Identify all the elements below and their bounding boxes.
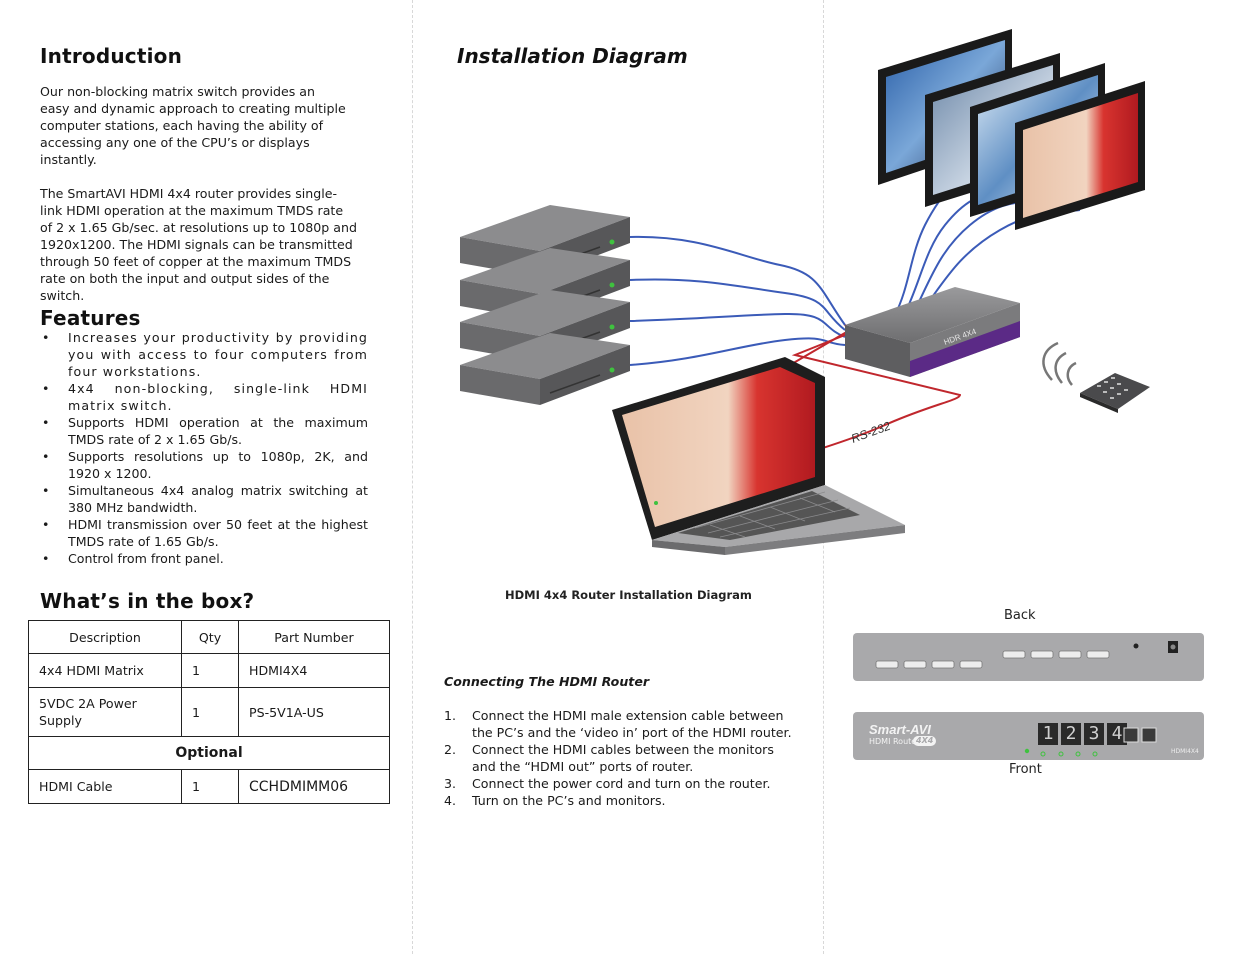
back-panel: [853, 633, 1204, 681]
step-line: Connect the HDMI male extension cable be…: [472, 708, 784, 723]
box-contents-table: Description Qty Part Number 4x4 HDMI Mat…: [28, 620, 390, 804]
feature-item: HDMI transmission over 50 feet at the hi…: [40, 516, 368, 550]
step-line: Turn on the PC’s and monitors.: [472, 793, 666, 808]
digit-display: 2: [1061, 723, 1081, 745]
pc-unit: [460, 333, 630, 405]
optional-label: Optional: [28, 736, 390, 770]
front-model: HDMI4X4: [1171, 748, 1199, 755]
intro-line: The SmartAVI HDMI 4x4 router provides si…: [40, 186, 338, 201]
col-header-qty: Qty: [181, 620, 239, 654]
output-display: 1 2 3 4: [1038, 723, 1127, 745]
cell-qty: 1: [181, 687, 239, 737]
front-panel-leds: [1024, 727, 1157, 757]
intro-line: computer stations, each having the abili…: [40, 118, 324, 133]
monitor-array: [878, 29, 1145, 230]
back-panel-ports: [875, 641, 1178, 669]
digit-display: 3: [1084, 723, 1104, 745]
intro-line: Our non-blocking matrix switch provides …: [40, 84, 316, 99]
features-heading: Features: [40, 306, 141, 330]
step-number: 2.: [444, 742, 457, 757]
step-item: 4. Turn on the PC’s and monitors.: [444, 792, 794, 809]
front-subtitle: HDMI Router: [869, 737, 920, 746]
digit-display: 1: [1038, 723, 1058, 745]
step-item: 3. Connect the power cord and turn on the…: [444, 775, 794, 792]
step-number: 4.: [444, 793, 457, 808]
feature-item: Increases your productivity by providing…: [40, 329, 368, 380]
intro-line: switch.: [40, 288, 85, 303]
intro-heading: Introduction: [40, 44, 183, 68]
laptop-keyboard: [678, 491, 860, 540]
connecting-steps: 1. Connect the HDMI male extension cable …: [444, 707, 794, 809]
cell-qty: 1: [181, 653, 239, 688]
step-item: 2. Connect the HDMI cables between the mo…: [444, 741, 794, 775]
intro-line: through 50 feet of copper at the maximum…: [40, 254, 352, 269]
laptop: [612, 357, 905, 555]
hdmi-input-cables: [629, 235, 846, 366]
step-line: Connect the HDMI cables between the moni…: [472, 742, 774, 757]
step-item: 1. Connect the HDMI male extension cable …: [444, 707, 794, 741]
step-line: Connect the power cord and turn on the r…: [472, 776, 771, 791]
box-heading: What’s in the box?: [40, 589, 255, 613]
intro-line: easy and dynamic approach to creating mu…: [40, 101, 346, 116]
table-row: HDMI Cable 1 CCHDMIMM06: [28, 769, 390, 804]
feature-item: Supports resolutions up to 1080p, 2K, an…: [40, 448, 368, 482]
pc-stack: [460, 205, 630, 405]
cell-description: 5VDC 2A Power Supply: [28, 687, 182, 737]
optional-row: Optional: [28, 736, 390, 770]
step-line: the PC’s and the ‘video in’ port of the …: [472, 725, 792, 740]
feature-item: Control from front panel.: [40, 550, 368, 567]
intro-line: rate on both the input and output sides …: [40, 271, 330, 286]
intro-line: of 2 x 1.65 Gb/sec. at resolutions up to…: [40, 220, 358, 235]
hdmi-router: HDR 4X4: [845, 287, 1020, 377]
intro-para-2: The SmartAVI HDMI 4x4 router provides si…: [40, 185, 370, 304]
col-header-part-number: Part Number: [238, 620, 390, 654]
intro-para-1: Our non-blocking matrix switch provides …: [40, 83, 370, 168]
table-row: 4x4 HDMI Matrix 1 HDMI4X4: [28, 653, 390, 688]
remote-control: [1042, 341, 1150, 413]
feature-item: Supports HDMI operation at the maximum T…: [40, 414, 368, 448]
front-label: Front: [1009, 762, 1042, 777]
table-header-row: Description Qty Part Number: [28, 620, 390, 654]
rs232-label: RS-232: [849, 419, 892, 446]
cell-description: 4x4 HDMI Matrix: [28, 653, 182, 688]
intro-line: 1920x1200. The HDMI signals can be trans…: [40, 237, 353, 252]
feature-item: Simultaneous 4x4 analog matrix switching…: [40, 482, 368, 516]
cell-qty: 1: [181, 769, 239, 804]
cell-part-number: PS-5V1A-US: [238, 687, 390, 737]
front-panel: Smart-AVI HDMI Router 4X4 1 2 3 4 HDMI4X…: [853, 712, 1204, 760]
installation-diagram: RS-232: [460, 29, 1150, 555]
fold-line-left: [412, 0, 413, 954]
back-label: Back: [1004, 608, 1036, 623]
step-number: 1.: [444, 708, 457, 723]
cell-part-number: CCHDMIMM06: [238, 769, 390, 804]
cell-part-number: HDMI4X4: [238, 653, 390, 688]
table-row: 5VDC 2A Power Supply 1 PS-5V1A-US: [28, 687, 390, 737]
step-line: and the “HDMI out” ports of router.: [472, 759, 694, 774]
digit-display: 4: [1107, 723, 1127, 745]
front-badge: 4X4: [913, 736, 937, 746]
connecting-heading: Connecting The HDMI Router: [444, 674, 650, 689]
feature-item: 4x4 non-blocking, single-link HDMI matri…: [40, 380, 368, 414]
features-list: Increases your productivity by providing…: [40, 329, 368, 567]
brand-logo: Smart-AVI: [869, 722, 931, 737]
diagram-caption: HDMI 4x4 Router Installation Diagram: [505, 588, 752, 602]
cell-description: HDMI Cable: [28, 769, 182, 804]
step-number: 3.: [444, 776, 457, 791]
intro-text: Our non-blocking matrix switch provides …: [40, 83, 370, 304]
intro-line: accessing any one of the CPU’s or displa…: [40, 135, 310, 167]
monitor: [1015, 81, 1145, 230]
col-header-description: Description: [28, 620, 182, 654]
diagram-heading: Installation Diagram: [457, 44, 688, 68]
intro-line: link HDMI operation at the maximum TMDS …: [40, 203, 344, 218]
